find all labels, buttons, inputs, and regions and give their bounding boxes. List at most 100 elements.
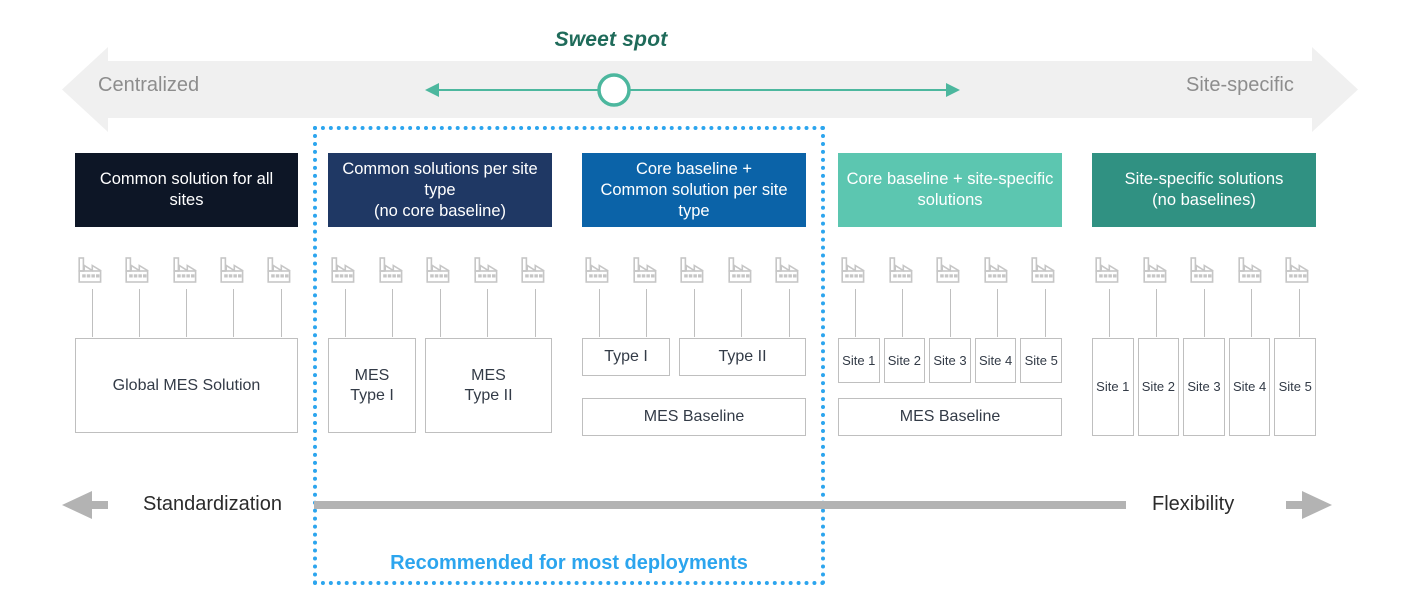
connector-line — [1298, 289, 1300, 337]
connector-line — [344, 289, 346, 337]
baseline-box[interactable]: MES Baseline — [838, 398, 1062, 436]
connector-line — [1156, 289, 1157, 337]
site-box[interactable]: Site 1 — [838, 338, 880, 383]
connector-line — [646, 289, 647, 337]
factory-cell — [582, 255, 616, 337]
factory-icon — [518, 255, 552, 289]
site-box[interactable]: Site 3 — [1183, 338, 1225, 436]
factory-cell — [75, 255, 109, 337]
factory-icon — [981, 255, 1015, 289]
factory-icon — [328, 255, 362, 289]
factory-cell — [630, 255, 664, 337]
site-box[interactable]: Site 4 — [974, 338, 1017, 383]
connector-line — [788, 289, 790, 337]
axis-left-label: Standardization — [143, 493, 282, 515]
site-box[interactable]: Site 5 — [1274, 338, 1316, 436]
factory-cell — [471, 255, 505, 337]
site-box[interactable]: Site 4 — [1228, 338, 1271, 436]
factory-icon — [75, 255, 109, 289]
connector-line — [91, 289, 93, 337]
spectrum-left-label: Centralized — [98, 74, 200, 96]
factory-icon — [933, 255, 967, 289]
factory-cell — [328, 255, 362, 337]
column-header-core-baseline-plus-site-specific[interactable]: Core baseline + site-specific solutions — [838, 153, 1062, 227]
factory-icon — [838, 255, 872, 289]
site-box[interactable]: Site 3 — [929, 338, 971, 383]
solution-box[interactable]: Global MES Solution — [75, 338, 298, 433]
factory-icon — [1092, 255, 1126, 289]
site-box[interactable]: Site 5 — [1020, 338, 1062, 383]
factory-icon — [582, 255, 616, 289]
factory-cell — [838, 255, 872, 337]
factory-cell — [170, 255, 204, 337]
factory-icon — [217, 255, 251, 289]
connector-line — [1108, 289, 1110, 337]
connector-line — [1203, 289, 1205, 337]
connector-line — [233, 289, 235, 337]
sweet-spot-label: Sweet spot — [554, 28, 668, 51]
axis-arrow-shape — [62, 491, 1332, 519]
factory-icon — [1187, 255, 1221, 289]
factory-icon — [376, 255, 410, 289]
factory-icon — [471, 255, 505, 289]
factory-icon — [264, 255, 298, 289]
column-header-core-baseline-plus-common-per-site-type[interactable]: Core baseline +Common solution per site … — [582, 153, 806, 227]
solution-box[interactable]: Type I — [582, 338, 670, 376]
column-header-common-solutions-per-site-type[interactable]: Common solutions per site type(no core b… — [328, 153, 552, 227]
factory-cell — [981, 255, 1015, 337]
connector-line — [741, 289, 742, 337]
sweet-spot-arrow — [425, 68, 960, 112]
connector-line — [1044, 289, 1046, 337]
axis-right-label: Flexibility — [1152, 493, 1235, 515]
factory-cell — [217, 255, 251, 337]
factory-icon — [677, 255, 711, 289]
baseline-box[interactable]: MES Baseline — [582, 398, 806, 436]
factory-row — [838, 255, 1062, 337]
factory-icon — [1235, 255, 1269, 289]
factory-cell — [1282, 255, 1316, 337]
connector-line — [392, 289, 393, 337]
factory-cell — [772, 255, 806, 337]
connector-line — [997, 289, 998, 337]
column-header-site-specific-solutions[interactable]: Site-specific solutions(no baselines) — [1092, 153, 1316, 227]
site-box[interactable]: Site 2 — [883, 338, 926, 383]
standardization-flexibility-axis — [62, 487, 1332, 523]
connector-line — [138, 289, 140, 337]
factory-row — [75, 255, 298, 337]
recommendation-label: Recommended for most deployments — [390, 552, 748, 574]
site-box[interactable]: Site 1 — [1092, 338, 1134, 436]
factory-cell — [886, 255, 920, 337]
site-box[interactable]: Site 2 — [1137, 338, 1180, 436]
connector-line — [186, 289, 187, 337]
factory-row — [1092, 255, 1316, 337]
connector-line — [949, 289, 951, 337]
column-header-common-solution-all-sites[interactable]: Common solution for all sites — [75, 153, 298, 227]
sweet-spot-arrow-shape — [425, 73, 960, 107]
connector-line — [534, 289, 536, 337]
factory-cell — [423, 255, 457, 337]
factory-cell — [933, 255, 967, 337]
factory-cell — [1140, 255, 1174, 337]
factory-cell — [376, 255, 410, 337]
connector-line — [1251, 289, 1252, 337]
factory-cell — [264, 255, 298, 337]
factory-icon — [170, 255, 204, 289]
factory-icon — [630, 255, 664, 289]
factory-cell — [677, 255, 711, 337]
factory-cell — [1028, 255, 1062, 337]
connector-line — [693, 289, 695, 337]
factory-cell — [725, 255, 759, 337]
connector-line — [598, 289, 600, 337]
factory-icon — [423, 255, 457, 289]
spectrum-right-label: Site-specific — [1186, 74, 1294, 96]
connector-line — [487, 289, 488, 337]
factory-icon — [886, 255, 920, 289]
connector-line — [280, 289, 282, 337]
factory-icon — [1282, 255, 1316, 289]
solution-box[interactable]: Type II — [679, 338, 806, 376]
connector-line — [902, 289, 903, 337]
factory-cell — [1092, 255, 1126, 337]
